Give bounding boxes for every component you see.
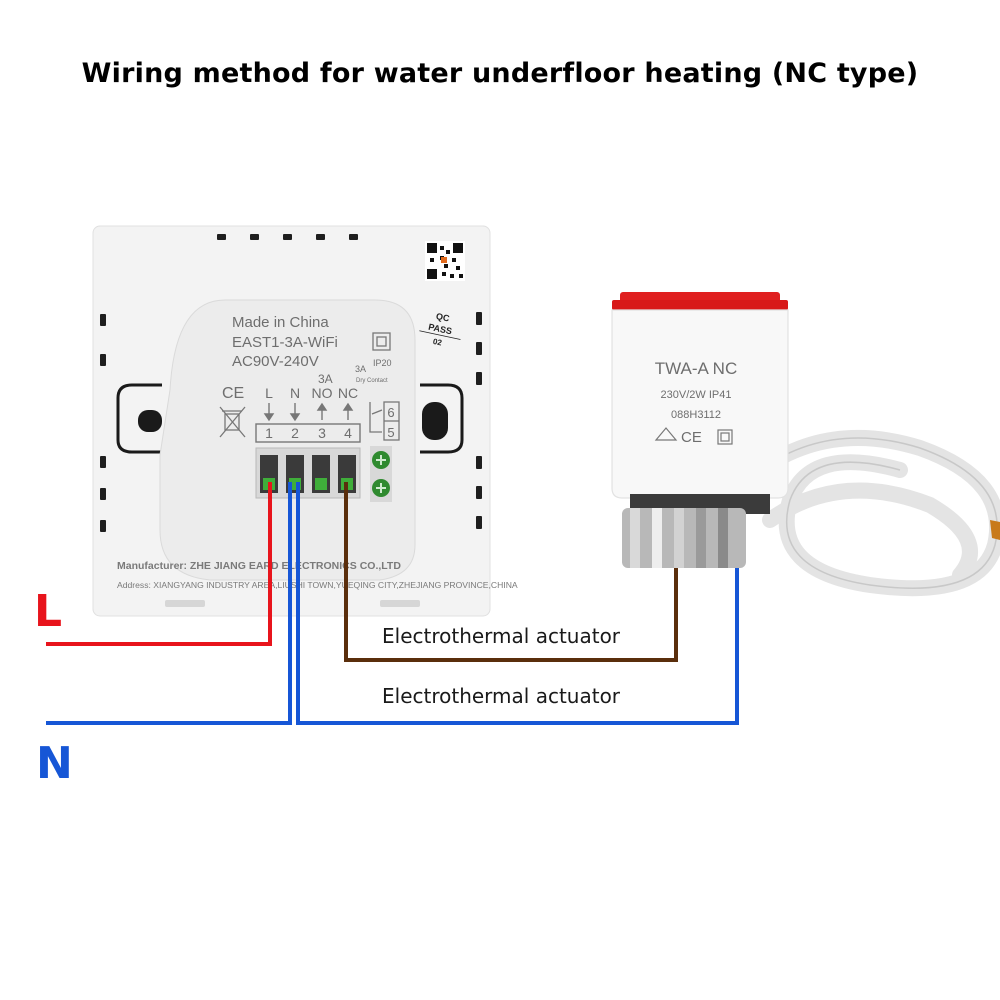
actuator-cable-outline [759,437,998,589]
actuator-rating-label: 230V/2W IP41 [661,389,732,401]
live-label: L [34,586,62,637]
qc-pass-sticker: QC PASS 02 [419,311,461,348]
terminal-number-2: 2 [291,425,299,441]
terminal-arrows [263,402,354,422]
wires [46,482,739,725]
left-vent-slots [100,314,106,532]
actuator-metal-nut [622,508,746,568]
page-title: Wiring method for water underfloor heati… [81,58,919,89]
live-wire [46,482,272,646]
dry-current-label: 3A [355,364,366,374]
actuator-model-label: TWA-A NC [655,359,737,378]
ce-mark: CE [222,385,244,402]
qc-pass-label: PASS [428,322,453,337]
weee-bin-icon [219,406,246,438]
actuator-ce-mark: CE [681,429,702,446]
brown-wire-actuator [344,482,678,662]
vde-triangle-icon [654,427,678,441]
manufacturer-label: Manufacturer: ZHE JIANG EARD ELECTRONICS… [117,560,401,572]
terminal-number-3: 3 [318,425,326,441]
terminal-label-n: N [290,385,300,401]
thermostat-back-plate: QC PASS 02 Made in China EAST1-3A-WiFi A… [92,225,518,617]
dry-contact-screws [370,446,392,502]
right-mounting-ear [420,383,464,454]
terminal-label-l: L [265,385,273,401]
qc-number: 02 [432,337,443,348]
electrothermal-actuator: TWA-A NC 230V/2W IP41 088H3112 CE [611,292,1000,597]
actuator-body [611,309,789,499]
made-in-label: Made in China [232,314,329,331]
neutral-wire-thermostat [46,482,292,725]
voltage-label: AC90V-240V [232,353,319,370]
current-label: 3A [318,372,333,386]
terminal-block [255,447,361,499]
ip-rating-label: IP20 [373,358,392,368]
address-label: Address: XIANGYANG INDUSTRY AREA,LIUSHI … [117,580,518,590]
actuator-insulation-icon [717,429,733,445]
bottom-vent-slots [165,600,420,607]
qr-code [425,241,465,281]
dry-contact-number-6: 6 [387,405,394,420]
terminal-number-1: 1 [265,425,273,441]
terminal-label-nc: NC [338,385,358,401]
model-label: EAST1-3A-WiFi [232,334,338,351]
actuator-code-label: 088H3112 [671,409,721,421]
terminal-numbers: 1 2 3 4 [265,425,352,441]
terminal-label-no: NO [312,385,333,401]
terminal-housing [159,299,416,581]
left-mounting-ear [116,383,162,454]
right-vent-slots [476,312,482,529]
dry-contact-number-5: 5 [387,425,394,440]
dry-contact-label: Dry Contact [356,378,388,384]
neutral-wire-actuator [296,482,739,725]
dry-contact-terminals: 6 5 [369,401,400,441]
terminal-number-strip [255,423,361,443]
top-vent-slots [217,234,358,240]
brown-wire-label: Electrothermal actuator [382,624,621,648]
blue-wire-label: Electrothermal actuator [382,684,621,708]
actuator-cable-coil [752,429,1000,597]
double-insulation-icon [372,332,391,351]
terminal-labels: L N NO NC [265,385,358,401]
terminal-number-4: 4 [344,425,352,441]
qc-label: QC [435,311,451,324]
neutral-label: N [36,738,73,789]
